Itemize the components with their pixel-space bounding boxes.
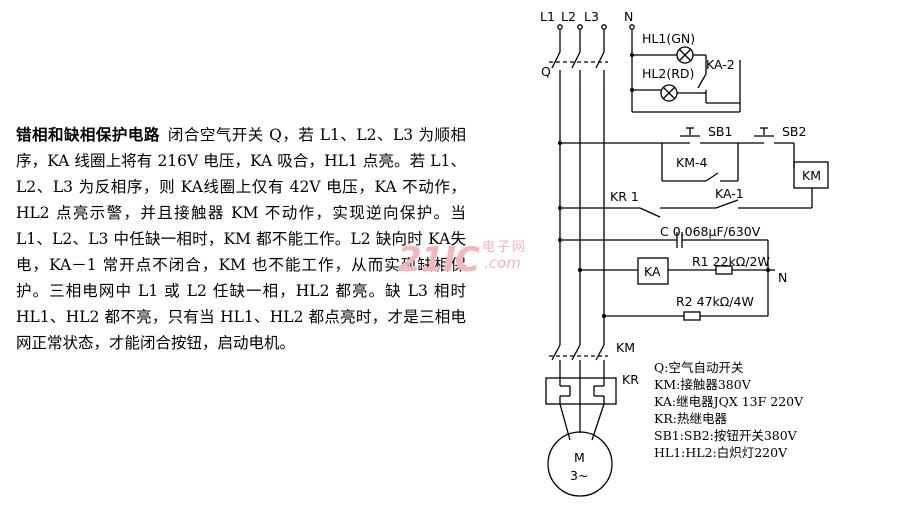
watermark-21ic: 21IC bbox=[398, 240, 480, 280]
terminal-circles bbox=[557, 24, 635, 30]
terminal-l2: L2 bbox=[561, 9, 576, 24]
phase-lines bbox=[559, 29, 633, 345]
legend-item: HL1:HL2:白炽灯220V bbox=[654, 445, 788, 460]
label-ka1: KA-1 bbox=[715, 186, 744, 201]
legend-item: SB1:SB2:按钮开关380V bbox=[654, 428, 798, 443]
label-r1: R1 22kΩ/2W bbox=[692, 254, 770, 269]
label-cap: C 0.068μF/630V bbox=[660, 224, 761, 239]
contact-ka2 bbox=[696, 55, 741, 112]
contacts-km-main bbox=[549, 344, 608, 378]
label-r2: R2 47kΩ/4W bbox=[676, 294, 754, 309]
terminal-n: N bbox=[624, 9, 633, 24]
lamp-hl2 bbox=[632, 84, 696, 102]
label-sb1: SB1 bbox=[708, 124, 732, 139]
contact-kr1 bbox=[560, 207, 661, 218]
motor-m bbox=[547, 403, 613, 497]
capacitor-c bbox=[560, 232, 769, 270]
label-n-right: N bbox=[778, 270, 787, 285]
label-hl1: HL1(GN) bbox=[642, 31, 695, 46]
terminal-l1: L1 bbox=[540, 9, 555, 24]
label-km-main: KM bbox=[616, 340, 635, 355]
label-km-coil: KM bbox=[802, 168, 821, 183]
legend-item: KM:接触器380V bbox=[654, 377, 752, 392]
label-km4: KM-4 bbox=[676, 155, 707, 170]
label-motor-bottom: 3~ bbox=[570, 468, 588, 483]
label-sb2: SB2 bbox=[782, 124, 806, 139]
relay-ka-coil bbox=[580, 257, 716, 285]
label-hl2: HL2(RD) bbox=[642, 66, 694, 81]
legend: Q:空气自动开关 KM:接触器380V KA:继电器JQX 13F 220V K… bbox=[654, 360, 804, 460]
resistor-r2 bbox=[604, 270, 769, 321]
description-heading: 错相和缺相保护电路 bbox=[16, 125, 160, 144]
label-ka-coil: KA bbox=[644, 264, 661, 279]
label-ka2: KA-2 bbox=[706, 57, 735, 72]
watermark-logo: 21IC 电子网 .com bbox=[398, 234, 538, 284]
terminal-l3: L3 bbox=[584, 9, 599, 24]
switch-q bbox=[549, 29, 608, 90]
label-motor-top: M bbox=[574, 450, 585, 465]
junction-dots bbox=[558, 53, 770, 318]
legend-item: KR:热继电器 bbox=[654, 411, 727, 426]
label-q: Q bbox=[541, 64, 551, 79]
control-circuit bbox=[560, 127, 829, 209]
label-kr-main: KR bbox=[622, 372, 639, 387]
legend-item: KA:继电器JQX 13F 220V bbox=[654, 394, 804, 409]
watermark-com: .com bbox=[484, 254, 521, 272]
description-body: 闭合空气开关 Q，若 L1、L2、L3 为顺相序，KA 线圈上将有 216V 电… bbox=[16, 126, 466, 352]
legend-item: Q:空气自动开关 bbox=[654, 360, 743, 375]
lamp-hl1 bbox=[632, 46, 706, 64]
thermal-relay-kr bbox=[545, 377, 617, 405]
watermark-cn: 电子网 bbox=[482, 240, 528, 255]
description: 错相和缺相保护电路闭合空气开关 Q，若 L1、L2、L3 为顺相序，KA 线圈上… bbox=[16, 122, 466, 356]
label-kr1: KR 1 bbox=[610, 189, 639, 204]
